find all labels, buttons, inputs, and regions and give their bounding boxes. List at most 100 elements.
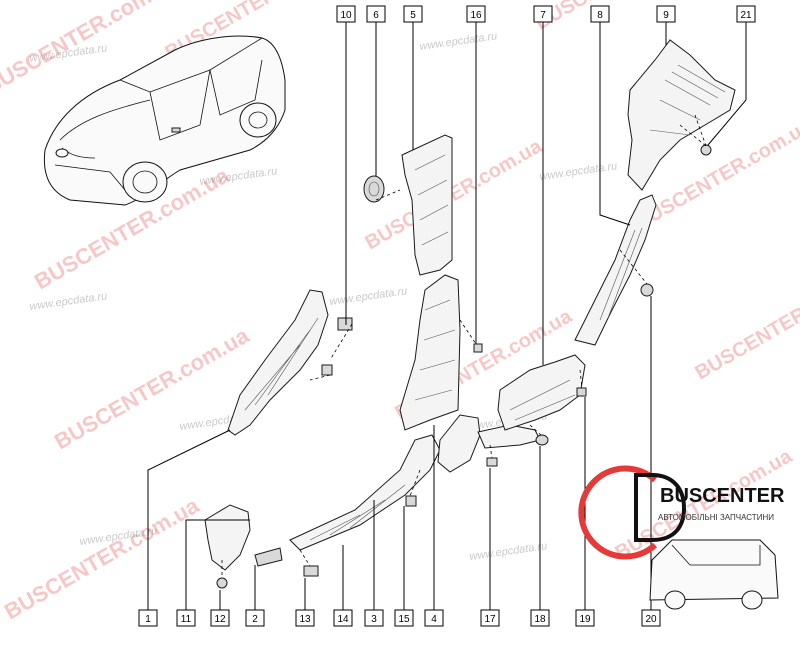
callout-label: 3 [371,614,377,625]
leader-21 [707,22,747,146]
car-bumper-line [54,164,126,191]
logo-van [649,539,779,601]
callout-box [364,609,384,627]
leader-11 [185,519,250,610]
watermark-brand: BUSCENTER.com.ua [532,0,717,34]
callout-box [641,609,661,627]
part-18-clip [535,434,549,446]
assembly-line [459,319,477,345]
part-12-screw [216,577,228,589]
leader-1 [147,429,231,610]
callout-box [424,609,444,627]
assembly-line [619,249,648,285]
part-15-clip [405,495,417,507]
watermark-brand: BUSCENTER.com.ua [0,492,204,624]
callouts-bottom: 1 11 12 2 13 14 3 15 4 17 18 19 20 [138,609,661,627]
part-6-grommet [363,175,385,203]
callout-box [533,5,553,23]
logo-ring [578,465,658,560]
callout-box [394,609,414,627]
callout-box [176,609,196,627]
callout-label: 8 [597,10,603,21]
callout-label: 2 [252,614,258,625]
callout-label: 10 [340,10,352,21]
callout-label: 5 [410,10,416,21]
part-8-c-pillar-upper-trim [574,194,657,346]
vehicle-sketch [43,35,286,206]
buscenter-logo: BUSCENTER АВТОМОБІЛЬНІ ЗАПЧАСТИНИ [578,465,785,610]
car-hood-line [59,99,151,141]
callout-box [336,5,356,23]
part-3-detail [309,484,406,541]
part-1-a-pillar-trim [227,289,329,436]
watermark-site: www.epcdata.ru [419,30,498,53]
watermark-site: www.epcdata.ru [539,160,618,183]
callout-box [366,5,386,23]
watermark-brand: BUSCENTER.com.ua [50,322,254,454]
logo-van-wheel [741,590,763,610]
watermark-site: www.epcdata.ru [469,540,548,563]
callout-label: 1 [145,614,151,625]
callout-label: 21 [740,10,752,21]
callout-box [245,609,265,627]
part-4-lower-pillar-trim [399,274,461,431]
callout-box [575,609,595,627]
part-20-clip [640,283,654,297]
callout-label: 11 [181,614,192,625]
part-4-detail [414,299,456,401]
callout-label: 14 [337,614,349,625]
car-emblem [55,148,69,158]
logo-van-wheel [664,590,686,610]
watermark-brand: BUSCENTER.com.ua [692,265,800,385]
assembly-line [489,444,493,459]
callout-box [656,5,676,23]
callout-box [138,609,158,627]
callout-box [403,5,423,23]
callout-label: 15 [398,614,410,625]
logo-van-window [671,544,761,566]
part-1-detail [244,317,319,411]
callout-box [480,609,500,627]
car-rear-hub [248,111,268,129]
callout-label: 17 [484,614,496,625]
callout-label: 13 [299,614,311,625]
car-roofline [119,37,263,93]
part-19-clip [576,387,587,397]
assembly-line [529,424,543,437]
callout-label: 12 [214,614,226,625]
car-front-wheel [122,161,168,203]
part-7-detail [509,379,576,421]
part-2-tab [254,547,283,567]
part-3-sill-trim [289,434,441,551]
car-mirror [171,127,181,133]
part-17-clip [486,457,498,467]
part-a-pillar-clip [321,364,333,376]
car-rear-door-opening [209,59,263,116]
callout-box [333,609,353,627]
callout-label: 6 [373,10,379,21]
callout-label: 20 [645,614,657,625]
car-body [43,35,286,206]
part-2-kick-panel [204,504,251,571]
assembly-line [299,549,311,567]
part-9-detail [649,64,726,136]
watermark-site: www.epcdata.ru [29,290,108,313]
callout-label: 16 [470,10,482,21]
part-13-clip [303,565,319,577]
logo-subtitle: АВТОМОБІЛЬНІ ЗАПЧАСТИНИ [658,513,774,522]
part-21-screw [700,144,712,156]
callout-label: 19 [579,614,591,625]
callout-box [210,609,230,627]
callout-box [295,609,315,627]
callout-label: 9 [663,10,669,21]
callout-box [736,5,756,23]
parts-layer [204,39,736,589]
callout-label: 4 [431,614,437,625]
car-rear-wheel [239,102,277,138]
part-16-clip [473,343,483,353]
assembly-line [409,469,421,497]
logo-letter-mark [634,473,687,542]
assembly-line [375,189,401,201]
part-10-clip [337,317,353,331]
